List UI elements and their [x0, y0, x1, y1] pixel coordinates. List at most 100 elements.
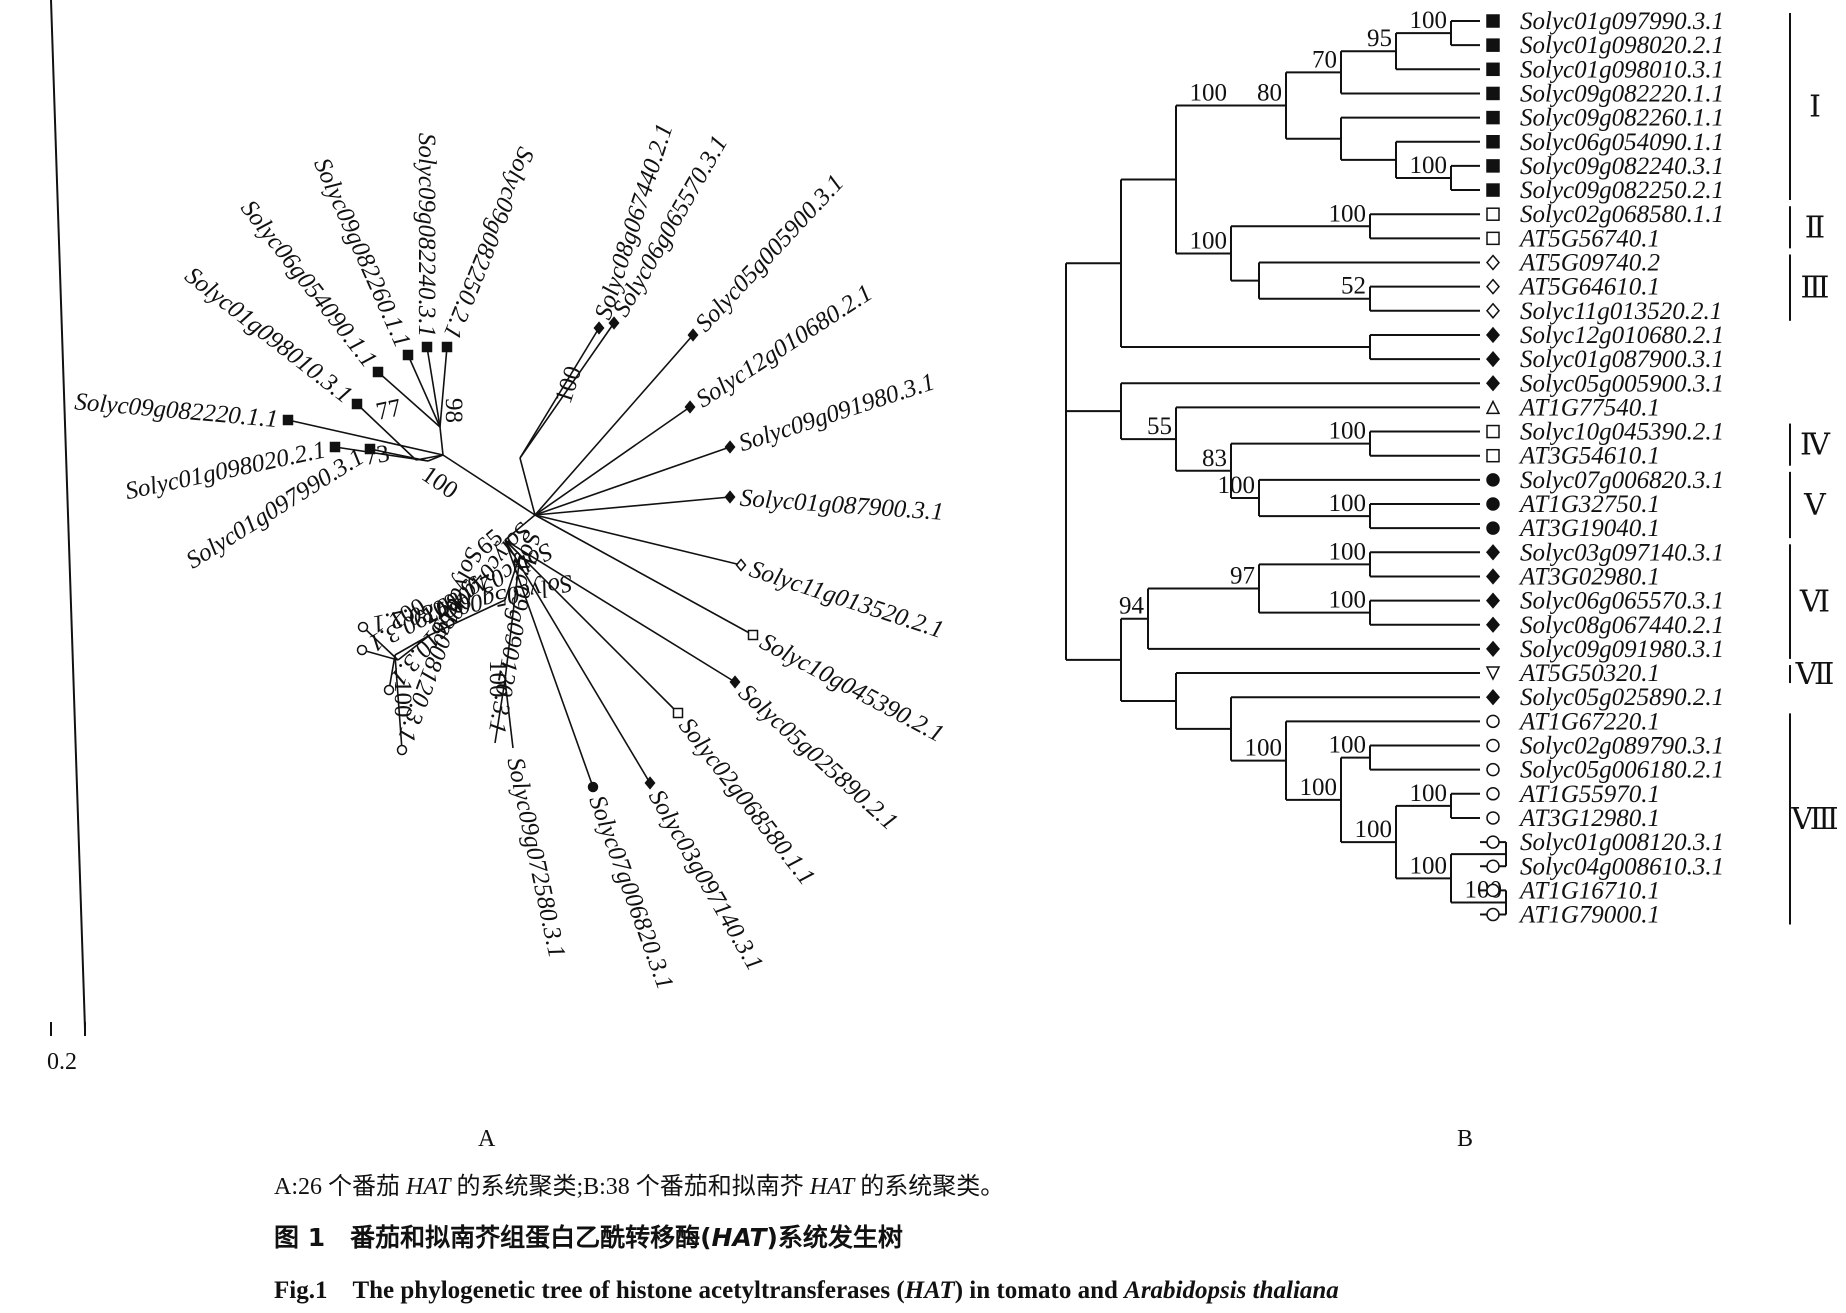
tree-b-leaf-label: Solyc12g010680.2.1 [1520, 322, 1724, 349]
filled-diamond-marker-icon [729, 675, 741, 689]
tree-b-leaf: Solyc02g089790.3.1 [1486, 733, 1724, 760]
filled-square-marker-icon [441, 341, 453, 353]
tree-b-leaf-label: AT5G50320.1 [1518, 660, 1660, 687]
filled-square-marker-icon [1486, 62, 1500, 77]
filled-square-marker-icon [1486, 159, 1500, 173]
tree-b-group-bracket: Ⅷ [1789, 713, 1839, 925]
tree-b-leaf: AT1G16710.1 [1486, 877, 1660, 904]
tree-b-leaf-label: Solyc01g087900.3.1 [1520, 346, 1724, 373]
open-diamond-marker-icon [1486, 302, 1500, 319]
tree-a-branch [534, 496, 731, 516]
tree-b-leaf-label: Solyc09g082240.3.1 [1520, 153, 1724, 180]
tree-a-leaf-label: Solyc09g082220.1.1 [73, 388, 279, 433]
open-circle-marker-icon [1486, 762, 1500, 777]
en-title-species: Arabidopsis thaliana [1124, 1277, 1339, 1304]
tree-a-branch [426, 346, 441, 428]
tree-a-branch [534, 406, 691, 516]
filled-square-marker-icon [1486, 110, 1500, 125]
tree-b-leaf-label: AT1G67220.1 [1518, 708, 1660, 735]
tree-a-branch [519, 457, 536, 516]
tree-b-leaf-label: Solyc01g097990.3.1 [1520, 8, 1724, 35]
cn-title-suffix: )系统发生树 [766, 1223, 903, 1252]
filled-diamond-marker-icon [1486, 568, 1500, 585]
tree-a-leaf-label: Solyc11g013520.2.1 [746, 556, 947, 644]
panel-a-label: A [478, 1126, 496, 1152]
tree-a-branch [377, 371, 441, 428]
tree-b-bootstrap-value: 100 [1410, 152, 1448, 179]
tree-b-leaf: Solyc04g008610.3.1 [1486, 853, 1724, 880]
open-circle-marker-icon [383, 684, 395, 696]
tree-b-leaf-label: AT1G32750.1 [1518, 491, 1660, 518]
tree-b-group-label: Ⅲ [1801, 272, 1830, 305]
tree-a-branch [407, 354, 441, 428]
tree-b-group-label: Ⅵ [1799, 586, 1830, 619]
filled-diamond-marker-icon [684, 400, 696, 414]
tree-a-branch [519, 327, 600, 459]
note-hat-2: HAT [809, 1174, 855, 1200]
tree-b-leaf-label: Solyc10g045390.2.1 [1520, 419, 1724, 446]
filled-square-marker-icon [1486, 135, 1500, 149]
tree-b-leaf: AT5G56740.1 [1486, 225, 1660, 252]
tree-a-branch [356, 403, 417, 461]
tree-b-group-bracket: Ⅰ [1789, 13, 1821, 201]
tree-a-leaf: Solyc09g082260.1.1 [308, 154, 416, 361]
tree-a-branch [369, 448, 429, 462]
tree-a-branch [362, 626, 399, 661]
tree-b-leaf: AT3G19040.1 [1486, 515, 1660, 542]
tree-b-leaf-label: AT5G56740.1 [1518, 225, 1660, 252]
tree-b-leaf-label: Solyc05g025890.2.1 [1520, 684, 1724, 711]
filled-circle-marker-icon [1486, 473, 1500, 487]
tree-b-group-label: Ⅱ [1805, 211, 1825, 244]
tree-b-leaf-label: AT5G09740.2 [1518, 250, 1660, 277]
tree-b-bootstrap-value: 55 [1147, 413, 1172, 440]
tree-b-leaf: Solyc06g054090.1.1 [1486, 129, 1724, 156]
tree-a-leaf: Solyc09g082220.1.1 [73, 388, 294, 433]
tree-b-leaf: Solyc09g082240.3.1 [1486, 153, 1724, 180]
tree-b-leaf-label: Solyc05g006180.2.1 [1520, 757, 1724, 784]
en-title-mid: ) in tomato and [954, 1277, 1125, 1304]
tree-b-leaf: Solyc01g098010.3.1 [1486, 56, 1724, 83]
tree-b-group-label: Ⅳ [1800, 429, 1831, 462]
open-circle-marker-icon [1486, 835, 1500, 849]
filled-circle-marker-icon [1486, 497, 1500, 511]
tree-a-bootstrap-value: 100 [484, 660, 511, 698]
tree-a-leaf-label: Solyc01g098010.3.1 [180, 262, 357, 409]
tree-b-leaf: Solyc01g087900.3.1 [1486, 346, 1724, 373]
tree-a-branch [397, 634, 431, 661]
tree-b-bootstrap-value: 70 [1312, 46, 1337, 73]
tree-b-group-label: Ⅴ [1803, 489, 1827, 522]
tree-b-leaf: AT3G12980.1 [1486, 805, 1660, 832]
tree-a-branch [534, 514, 742, 566]
open-triangle-marker-icon [1485, 399, 1501, 415]
tree-a-leaf: Solyc09g072580.3.1 [501, 755, 570, 960]
tree-a-leaf-label: Solyc09g082240.3.1 [413, 133, 440, 337]
filled-diamond-marker-icon [1486, 592, 1500, 609]
filled-square-marker-icon [364, 443, 376, 455]
tree-a-bootstrap-value: 100 [389, 680, 416, 718]
tree-a-bootstrap-value: 77 [374, 394, 404, 426]
filled-square-marker-icon [329, 441, 341, 453]
tree-b-leaf: Solyc05g006180.2.1 [1486, 757, 1724, 784]
tree-a-branch [519, 322, 615, 459]
tree-b-leaf-label: AT3G02980.1 [1518, 563, 1660, 590]
filled-diamond-marker-icon [1486, 689, 1500, 706]
tree-a-branch [361, 649, 399, 661]
filled-square-marker-icon [402, 349, 414, 361]
tree-b-leaf: Solyc09g091980.3.1 [1486, 636, 1724, 663]
open-square-marker-icon [1486, 424, 1500, 439]
tree-b-group-label: Ⅰ [1809, 91, 1821, 124]
tree-b-bootstrap-value: 94 [1119, 593, 1145, 620]
filled-square-marker-icon [372, 366, 384, 378]
tree-b-bootstrap-value: 100 [1218, 472, 1256, 499]
open-circle-marker-icon [1486, 907, 1500, 922]
filled-diamond-marker-icon [593, 321, 605, 335]
tree-a-leaf: Solyc09g082240.3.1 [413, 133, 440, 353]
tree-b-group-bracket: Ⅱ [1789, 206, 1825, 249]
panel-b-label: B [1457, 1126, 1473, 1152]
open-circle-marker-icon [356, 644, 368, 656]
tree-b-leaf-label: AT3G19040.1 [1518, 515, 1660, 542]
filled-square-marker-icon [1486, 38, 1500, 52]
tree-b-leaf-label: Solyc02g068580.1.1 [1520, 201, 1724, 228]
note-text-3: 的系统聚类。 [854, 1174, 1005, 1200]
tree-b-bootstrap-value: 100 [1410, 780, 1448, 807]
